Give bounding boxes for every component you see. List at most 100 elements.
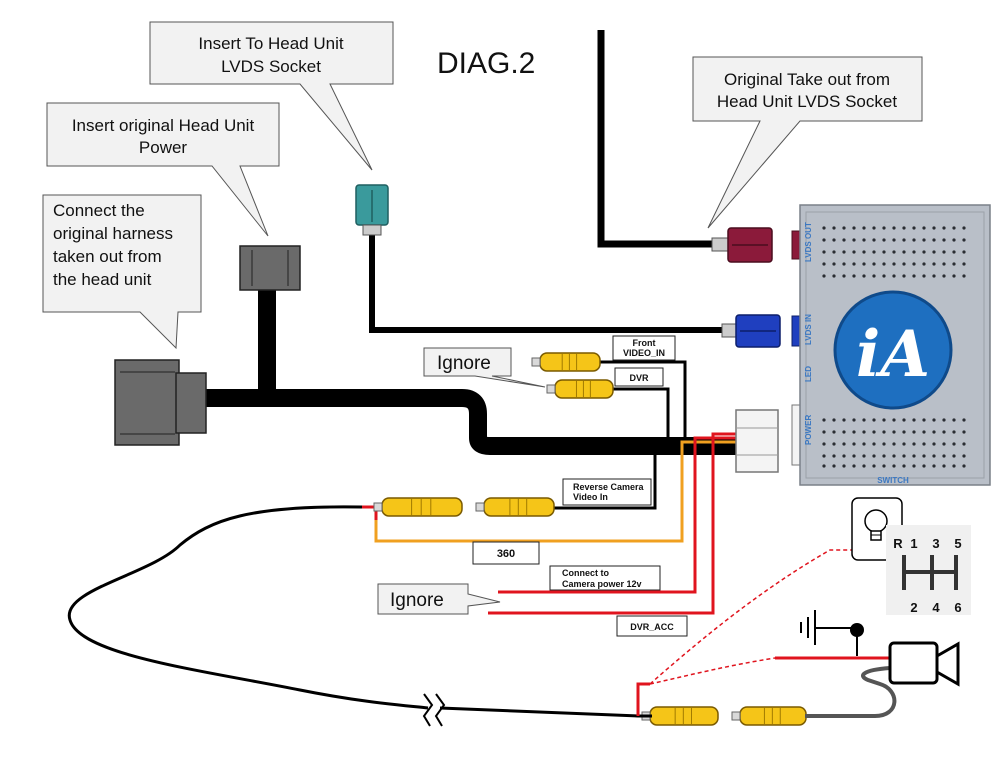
vent-hole [862, 238, 866, 242]
vent-hole [942, 250, 946, 254]
callout-harness: Connect the original harness taken out f… [42, 194, 202, 350]
gear-label-r: R [893, 536, 903, 551]
module-label-power: POWER [804, 415, 813, 445]
vent-hole [922, 464, 926, 468]
vent-hole [882, 274, 886, 278]
vent-hole [962, 442, 966, 446]
vent-hole [872, 454, 876, 458]
vent-hole [842, 238, 846, 242]
vent-hole [882, 238, 886, 242]
vent-hole [932, 430, 936, 434]
module-label-led: LED [804, 366, 813, 382]
camera-power-dashed-wire [649, 657, 776, 685]
label-camera-power-line1: Connect to [562, 568, 609, 578]
vent-hole [832, 262, 836, 266]
ignore-label-top-text: Ignore [437, 353, 491, 374]
vent-hole [962, 250, 966, 254]
vent-hole [942, 454, 946, 458]
harness-connector [114, 359, 207, 446]
vent-hole [942, 238, 946, 242]
vent-hole [882, 430, 886, 434]
vent-hole [932, 226, 936, 230]
vent-hole [842, 274, 846, 278]
vent-hole [832, 238, 836, 242]
vent-hole [852, 464, 856, 468]
callout-original-take-out: Original Take out from Head Unit LVDS So… [692, 56, 923, 229]
label-reverse-camera: Reverse Camera Video In [562, 478, 652, 506]
vent-hole [892, 262, 896, 266]
vent-hole [902, 454, 906, 458]
vent-hole [892, 250, 896, 254]
vent-hole [842, 454, 846, 458]
callout-original-take-out-line1: Original Take out from [724, 70, 890, 89]
vent-hole [962, 454, 966, 458]
vent-hole [842, 262, 846, 266]
vent-hole [872, 262, 876, 266]
vent-hole [822, 226, 826, 230]
vent-hole [952, 454, 956, 458]
vent-hole [832, 250, 836, 254]
lvds-out-connector [711, 227, 807, 263]
vent-hole [862, 226, 866, 230]
vent-hole [892, 430, 896, 434]
callout-original-power-line1: Insert original Head Unit [72, 116, 255, 135]
callout-harness-line3: taken out from [53, 247, 162, 266]
vent-hole [832, 464, 836, 468]
callout-harness-line1: Connect the [53, 201, 145, 220]
vent-hole [872, 418, 876, 422]
vent-hole [822, 274, 826, 278]
label-front-video-line2: VIDEO_IN [623, 348, 665, 358]
module-vent-holes [822, 226, 966, 468]
vent-hole [862, 442, 866, 446]
vent-hole [922, 430, 926, 434]
module-label-switch: SWITCH [877, 476, 909, 485]
vent-hole [962, 418, 966, 422]
vent-hole [932, 454, 936, 458]
vent-hole [872, 250, 876, 254]
vent-hole [932, 464, 936, 468]
vent-hole [912, 262, 916, 266]
vent-hole [902, 418, 906, 422]
vent-hole [892, 274, 896, 278]
vent-hole [882, 418, 886, 422]
cable-break-symbol-2 [434, 693, 446, 727]
label-dvr-acc-text: DVR_ACC [630, 622, 674, 632]
vent-hole [942, 226, 946, 230]
rca-camera-out [641, 706, 719, 726]
vent-hole [952, 430, 956, 434]
vent-hole [952, 262, 956, 266]
gear-label-6: 6 [954, 600, 961, 615]
vent-hole [952, 226, 956, 230]
gear-shift-diagram: R 1 3 5 2 4 6 [886, 525, 971, 615]
vent-hole [862, 418, 866, 422]
ignore-label-bottom: Ignore [377, 583, 501, 615]
label-dvr-text: DVR [629, 373, 649, 383]
vent-hole [942, 418, 946, 422]
vent-hole [842, 442, 846, 446]
camera-cable [805, 666, 897, 718]
vent-hole [842, 430, 846, 434]
vent-hole [882, 464, 886, 468]
vent-hole [852, 430, 856, 434]
vent-hole [912, 250, 916, 254]
vent-hole [922, 238, 926, 242]
cable-break-symbol [422, 693, 434, 727]
callout-original-take-out-line2: Head Unit LVDS Socket [717, 92, 897, 111]
rca-360-reverse [373, 497, 463, 517]
label-360-text: 360 [497, 548, 515, 560]
callout-head-unit-lvds-line2: LVDS Socket [221, 57, 321, 76]
vent-hole [852, 250, 856, 254]
vent-hole [822, 262, 826, 266]
vent-hole [912, 226, 916, 230]
camera-cable-end [439, 706, 652, 718]
vent-hole [822, 454, 826, 458]
long-camera-cable [67, 505, 429, 710]
vent-hole [922, 274, 926, 278]
vent-hole [902, 250, 906, 254]
ground-icon [800, 610, 864, 656]
vent-hole [922, 250, 926, 254]
vent-hole [922, 226, 926, 230]
reverse-camera-wire [553, 452, 657, 510]
camera-icon [888, 641, 960, 687]
vent-hole [892, 238, 896, 242]
